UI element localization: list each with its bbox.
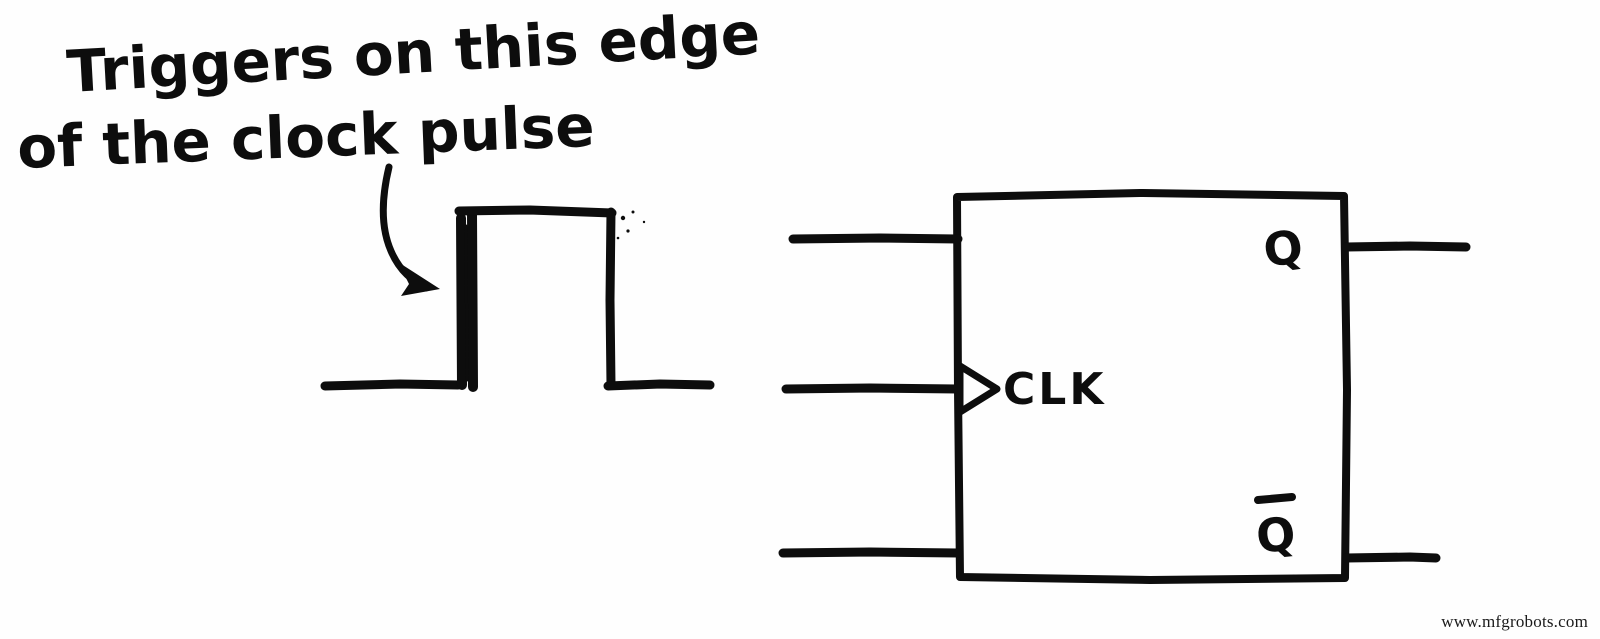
annotation-line-1: Triggers on this edge [65, 0, 762, 106]
edge-trigger-triangle-icon [956, 362, 1001, 416]
annotation-text-group: Triggers on this edge of the clock pulse [16, 0, 762, 182]
output-line-q [1341, 241, 1471, 252]
input-line-bottom [778, 547, 963, 558]
output-line-q-bar [1341, 552, 1441, 563]
watermark: www.mfgrobots.com [1441, 612, 1588, 631]
flip-flop-body [953, 189, 1351, 584]
input-line-top [788, 233, 963, 244]
waveform-high-top [454, 205, 617, 218]
output-q-label: Q [1260, 219, 1306, 278]
output-q-bar-label: Q [1254, 506, 1299, 564]
ink-splatter [616, 210, 646, 240]
output-q-bar-group: Q [1254, 493, 1299, 564]
waveform-rising-edge-stroke-b [467, 209, 478, 392]
curved-arrow [379, 163, 440, 296]
q-bar-overline [1254, 493, 1296, 504]
waveform-low-before [320, 379, 463, 391]
clk-label: CLK [1003, 364, 1106, 415]
waveform-falling-edge [605, 207, 616, 390]
flip-flop-block: CLK Q Q [778, 189, 1471, 584]
input-line-clk [781, 383, 963, 394]
waveform-low-after [603, 379, 715, 391]
clock-pulse-waveform [320, 205, 715, 392]
arrow-head [398, 262, 440, 296]
annotation-line-2: of the clock pulse [16, 92, 596, 182]
waveform-rising-edge-stroke-a [456, 213, 467, 390]
waveform-rising-edge-infill [464, 224, 469, 382]
